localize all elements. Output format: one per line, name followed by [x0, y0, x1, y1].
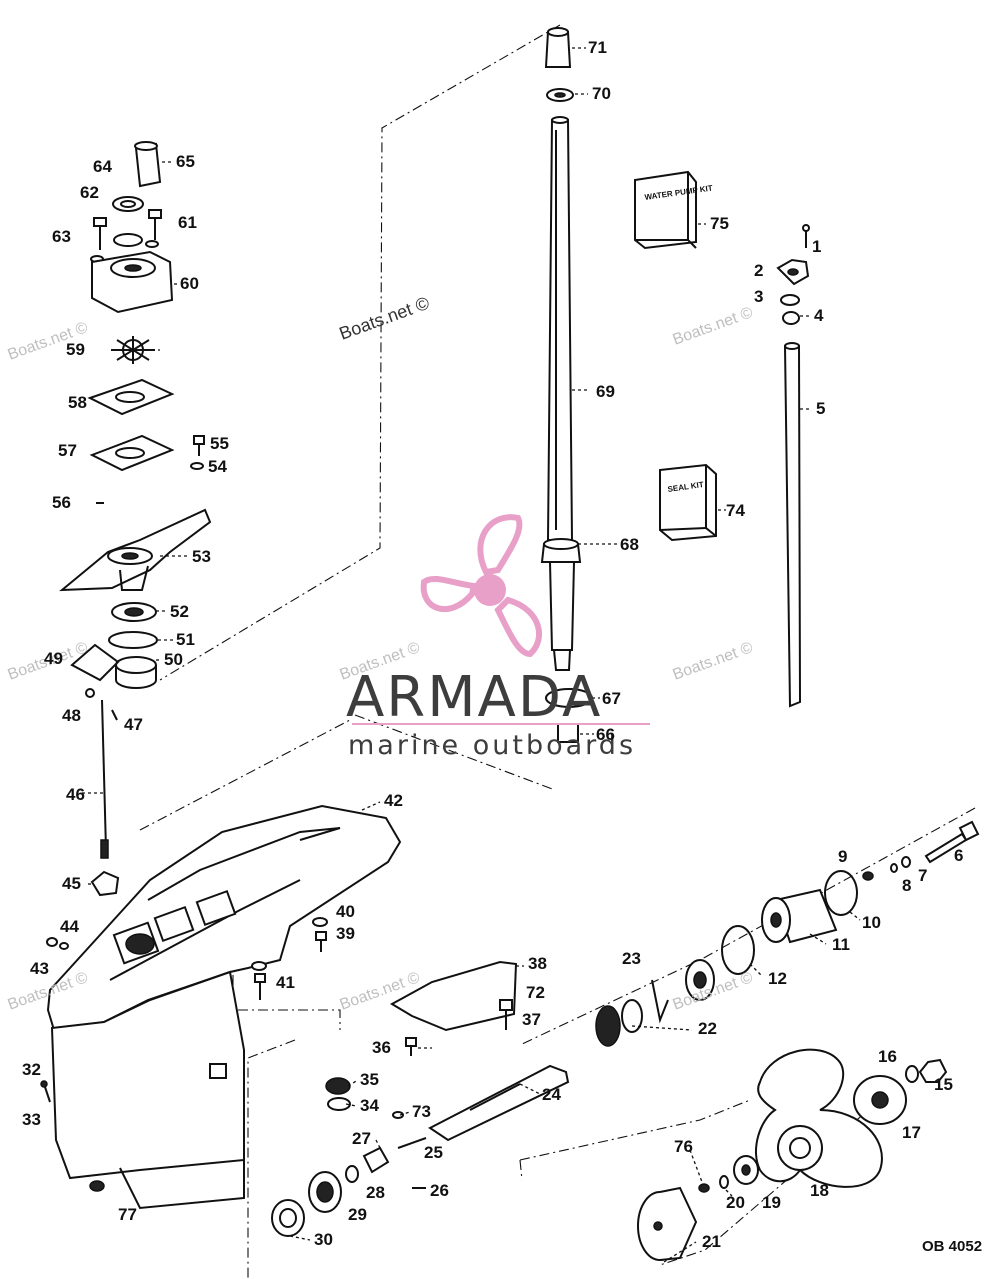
- armada-logo: ARMADA marine outboards: [346, 514, 650, 761]
- part-number-label: 36: [372, 1038, 391, 1057]
- part-number-label: 76: [674, 1137, 693, 1156]
- part-number-label: 8: [902, 876, 911, 895]
- part-number-label: 65: [176, 152, 195, 171]
- part-number-label: 28: [366, 1183, 385, 1202]
- part-number-label: 67: [602, 689, 621, 708]
- part-number-label: 22: [698, 1019, 717, 1038]
- part-number-label: 44: [60, 917, 79, 936]
- part-number-label: 9: [838, 847, 847, 866]
- part-number-label: 40: [336, 902, 355, 921]
- part-number-label: 17: [902, 1123, 921, 1142]
- part-number-label: 70: [592, 84, 611, 103]
- part-number-label: 39: [336, 924, 355, 943]
- part-number-label: 71: [588, 38, 607, 57]
- part-number-label: 50: [164, 650, 183, 669]
- part-number-label: 60: [180, 274, 199, 293]
- watermark-center: Boats.net ©: [337, 293, 432, 344]
- brand-tagline: marine outboards: [348, 730, 636, 761]
- part-number-label: 61: [178, 213, 197, 232]
- part-number-labels: 1234567891011121516171819202122232425262…: [22, 38, 963, 1251]
- gearcase-housing: [46, 804, 402, 1210]
- part-number-label: 7: [918, 866, 927, 885]
- part-number-label: 12: [768, 969, 787, 988]
- brand-name: ARMADA: [346, 665, 602, 730]
- part-number-label: 56: [52, 493, 71, 512]
- part-number-label: 55: [210, 434, 229, 453]
- part-number-label: 20: [726, 1193, 745, 1212]
- leader-lines: [82, 47, 861, 1263]
- part-number-label: 25: [424, 1143, 443, 1162]
- propeller-logo-icon: [420, 514, 542, 658]
- part-number-label: 73: [412, 1102, 431, 1121]
- part-number-label: 64: [93, 157, 112, 176]
- part-number-label: 37: [522, 1010, 541, 1029]
- part-number-label: 52: [170, 602, 189, 621]
- part-number-label: 21: [702, 1232, 721, 1251]
- part-number-label: 49: [44, 649, 63, 668]
- part-number-label: 35: [360, 1070, 379, 1089]
- part-number-label: 10: [862, 913, 881, 932]
- part-number-label: 26: [430, 1181, 449, 1200]
- part-number-label: 19: [762, 1193, 781, 1212]
- part-number-label: 59: [66, 340, 85, 359]
- part-number-label: 15: [934, 1075, 953, 1094]
- part-number-label: 77: [118, 1205, 137, 1224]
- part-number-label: 58: [68, 393, 87, 412]
- part-number-label: 72: [526, 983, 545, 1002]
- seal-kit-box: SEAL KIT: [659, 463, 717, 542]
- part-number-label: 4: [814, 306, 824, 325]
- part-number-label: 63: [52, 227, 71, 246]
- part-number-label: 11: [832, 935, 850, 954]
- part-number-label: 18: [810, 1181, 829, 1200]
- part-number-label: 32: [22, 1060, 41, 1079]
- part-number-label: 3: [754, 287, 763, 306]
- part-number-label: 23: [622, 949, 641, 968]
- part-number-label: 57: [58, 441, 77, 460]
- part-number-label: 68: [620, 535, 639, 554]
- part-number-label: 2: [754, 261, 763, 280]
- part-number-label: 30: [314, 1230, 333, 1249]
- part-number-label: 34: [360, 1096, 379, 1115]
- gear-components: [40, 820, 980, 1261]
- part-number-label: 48: [62, 706, 81, 725]
- part-number-label: 54: [208, 457, 227, 476]
- part-number-label: 69: [596, 382, 615, 401]
- watermark: Boats.net ©: [671, 639, 756, 684]
- part-number-label: 33: [22, 1110, 41, 1129]
- part-number-label: 29: [348, 1205, 367, 1224]
- shift-linkage: [776, 224, 810, 708]
- part-number-label: 51: [176, 630, 195, 649]
- part-number-label: 42: [384, 791, 403, 810]
- part-number-label: 6: [954, 846, 963, 865]
- part-number-label: 62: [80, 183, 99, 202]
- water-pump-assembly: [59, 141, 212, 897]
- driveshaft-assembly: [540, 27, 593, 743]
- part-number-label: 16: [878, 1047, 897, 1066]
- watermark: Boats.net ©: [671, 304, 756, 349]
- part-number-label: 5: [816, 399, 825, 418]
- part-number-label: 1: [812, 237, 821, 256]
- part-number-label: 46: [66, 785, 85, 804]
- part-number-label: 43: [30, 959, 49, 978]
- part-number-label: 27: [352, 1129, 371, 1148]
- part-number-label: 53: [192, 547, 211, 566]
- part-number-label: 24: [542, 1085, 561, 1104]
- part-number-label: 45: [62, 874, 81, 893]
- part-number-label: 66: [596, 725, 615, 744]
- part-number-label: 74: [726, 501, 745, 520]
- diagram-code: OB 4052: [922, 1238, 982, 1255]
- water-pump-kit-box: WATER PUMP KIT: [634, 170, 713, 250]
- part-number-label: 38: [528, 954, 547, 973]
- part-number-label: 47: [124, 715, 143, 734]
- part-number-label: 41: [276, 973, 295, 992]
- part-number-label: 75: [710, 214, 729, 233]
